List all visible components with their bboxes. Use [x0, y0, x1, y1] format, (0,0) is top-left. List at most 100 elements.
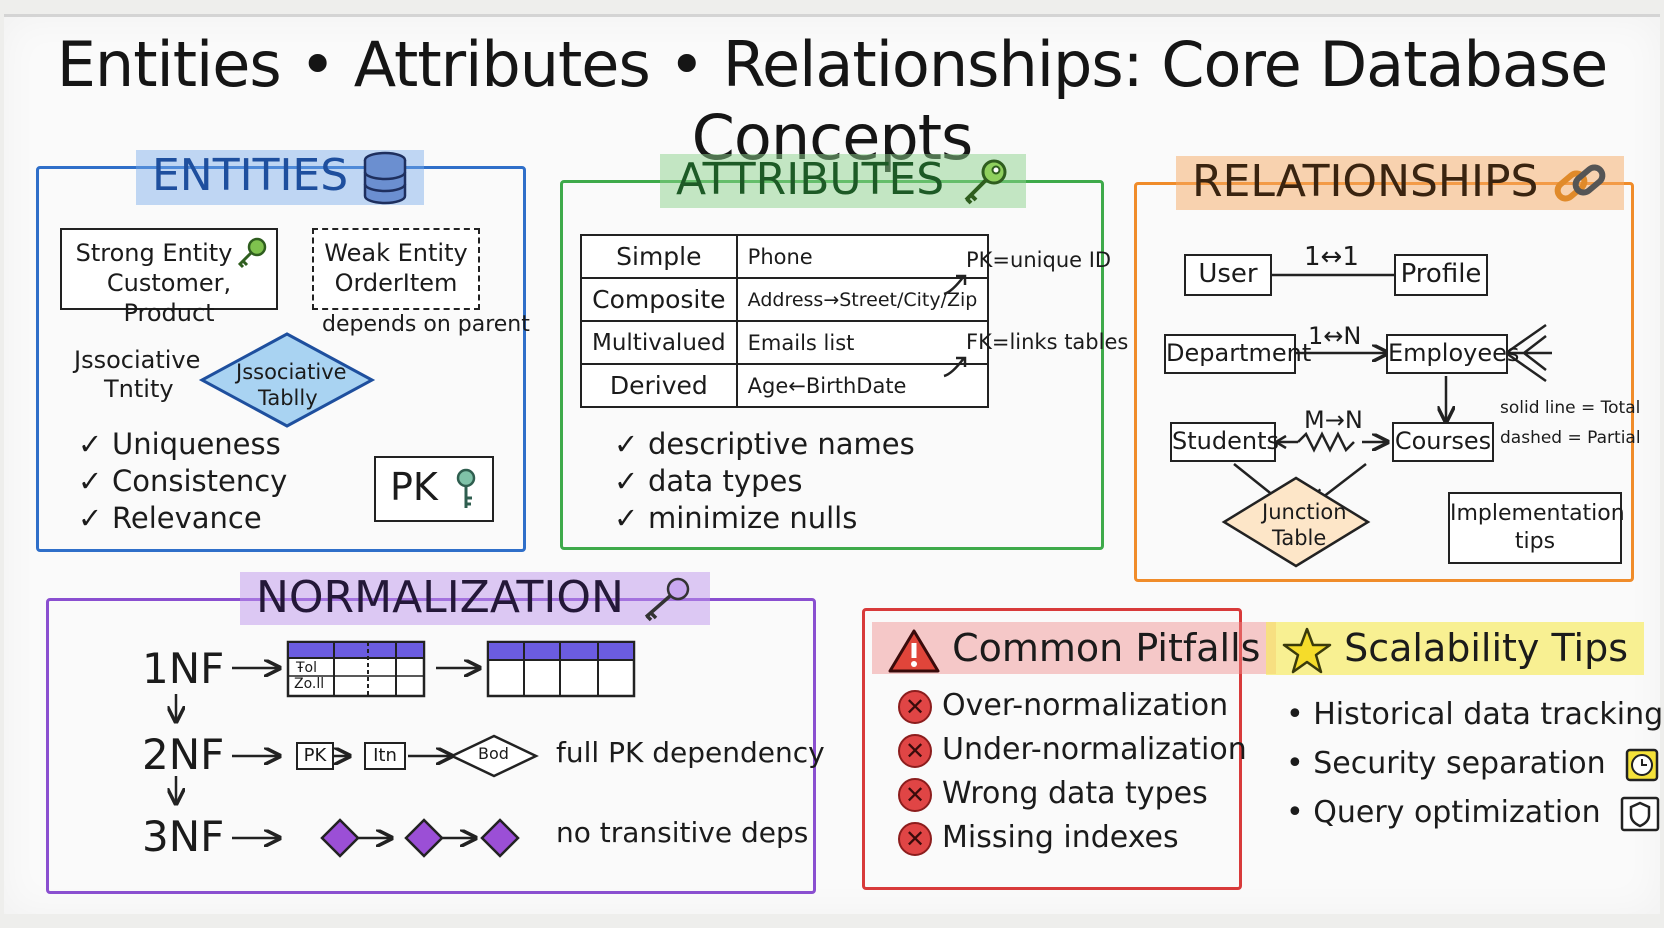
associative-diamond-label-1: Jssociative [236, 360, 347, 384]
implementation-tips-line-2: tips [1514, 529, 1556, 554]
warning-icon [888, 629, 940, 672]
check-item-label: Uniqueness [112, 427, 281, 461]
table-row: Simple Phone [580, 234, 990, 279]
entities-heading: ENTITIES [136, 150, 425, 205]
entities-panel [36, 166, 526, 552]
key-icon [644, 577, 690, 622]
checkmark-icon: ✓ [614, 501, 639, 535]
scalability-heading-text: Scalability Tips [1344, 626, 1629, 670]
fk-note: FK=links tables [966, 330, 1129, 354]
no-transitive-deps-note: no transitive deps [556, 816, 809, 849]
weak-entity-box: Weak Entity OrderItem [312, 228, 480, 310]
one-to-one-label: 1↔1 [1304, 242, 1359, 272]
relationships-heading: RELATIONSHIPS [1176, 156, 1625, 210]
check-item: ✓Uniqueness [78, 426, 287, 463]
fk-arrow [943, 356, 967, 378]
star-icon [1282, 627, 1332, 673]
full-pk-dependency-note: full PK dependency [556, 736, 825, 769]
entities-heading-text: ENTITIES [152, 150, 349, 201]
pk-note: PK=unique ID [966, 248, 1112, 272]
clock-icon [1625, 748, 1659, 781]
nf1-cell-b: Zo.ll [294, 676, 325, 692]
legend-dashed: dashed = Partial [1500, 428, 1641, 448]
page-title: Entities • Attributes • Relationships: C… [56, 28, 1609, 174]
cross-icon: ✕ [898, 733, 932, 768]
nf2-pk-box: PK [296, 742, 334, 770]
pk-arrow [943, 274, 967, 296]
nf3-label: 3NF [142, 812, 225, 861]
associative-diamond-label-2: Tablly [258, 386, 318, 410]
attribute-types-table: Simple Phone Composite Address→Street/Ci… [580, 234, 990, 408]
list-item: • Security separation [1286, 739, 1663, 788]
check-item-label: data types [648, 464, 803, 498]
implementation-tips-line-1: Implementation [1450, 501, 1625, 526]
nf2-mid-box: Itn [364, 742, 406, 770]
attribute-example-cell: Emails list [735, 320, 990, 365]
check-item: ✓ Consistency [78, 463, 287, 500]
check-item-label: descriptive names [648, 427, 915, 461]
check-item: ✓ data types [614, 463, 915, 500]
relationship-diagram-lines [1221, 273, 1552, 568]
weak-entity-example: OrderItem [334, 269, 458, 297]
list-item: ✕Under-normalization [898, 728, 1247, 772]
list-item: ✕ Wrong data types [898, 772, 1247, 816]
pitfalls-heading: Common Pitfalls [872, 622, 1277, 674]
key-icon [237, 237, 267, 269]
attribute-example-cell: Address→Street/City/Zip [735, 277, 990, 322]
checkmark-icon: ✓ [614, 464, 639, 498]
pk-label: PK [390, 465, 438, 509]
cross-icon: ✕ [898, 777, 932, 812]
table-row: Multivalued Emails list [580, 320, 990, 365]
weak-entity-note: depends on parent [322, 312, 530, 337]
checkmark-icon: ✓ [78, 501, 103, 535]
key-icon [456, 468, 476, 508]
profile-entity: Profile [1394, 254, 1488, 296]
nf1-cell-a: Ŧol [296, 660, 318, 676]
check-item: ✓ minimize nulls [614, 500, 915, 537]
students-entity: Students [1170, 422, 1279, 462]
check-item-label: Relevance [112, 501, 262, 535]
check-item-label: Consistency [112, 464, 288, 498]
table-row: Composite Address→Street/City/Zip [580, 277, 990, 322]
entities-checklist: ✓Uniqueness ✓ Consistency ✓ Relevance [78, 426, 287, 537]
department-entity: Department [1164, 334, 1311, 374]
many-to-many-label: M→N [1304, 406, 1363, 434]
attribute-type-cell: Composite [580, 277, 738, 322]
relationships-heading-text: RELATIONSHIPS [1192, 156, 1539, 207]
attribute-example-cell: Age←BirthDate [735, 363, 990, 408]
normalization-diagram [46, 640, 636, 858]
weak-entity-title: Weak Entity [324, 239, 468, 267]
list-item-label: Missing indexes [942, 820, 1179, 855]
legend-solid: solid line = Total [1500, 398, 1641, 418]
list-item-label: Wrong data types [942, 776, 1208, 811]
attribute-example-cell: Phone [735, 234, 990, 279]
checkmark-icon: ✓ [78, 464, 103, 498]
check-item: ✓descriptive names [614, 426, 915, 463]
junction-table-label-1: Junction [1262, 500, 1347, 524]
pitfalls-list: ✕Over-normalization ✕Under-normalization… [898, 684, 1247, 860]
associative-entity-label-1: Jssociative [74, 346, 201, 374]
attribute-type-cell: Simple [580, 234, 738, 279]
database-icon [363, 151, 407, 205]
attributes-checklist: ✓descriptive names ✓ data types ✓ minimize… [614, 426, 915, 537]
cross-icon: ✕ [898, 689, 932, 724]
attribute-type-cell: Derived [580, 363, 738, 408]
table-row: Derived Age←BirthDate [580, 363, 990, 408]
list-item-label: Security separation [1313, 746, 1606, 781]
associative-entity-label-2: Tntity [104, 375, 174, 403]
attribute-type-cell: Multivalued [580, 320, 738, 365]
list-item: ✕Over-normalization [898, 684, 1247, 728]
user-entity: User [1184, 254, 1272, 296]
check-item-label: minimize nulls [648, 501, 858, 535]
list-item-label: Query optimization [1313, 795, 1601, 830]
list-item-label: Historical data tracking [1313, 697, 1664, 732]
normalization-heading: NORMALIZATION [240, 572, 710, 625]
cross-icon: ✕ [898, 821, 932, 856]
one-to-many-label: 1↔N [1308, 322, 1362, 350]
scalability-list: • Historical data tracking • Security se… [1286, 690, 1663, 837]
strong-entity-examples: Customer, Product [106, 269, 232, 327]
list-item: ✕ Missing indexes [898, 816, 1247, 860]
pitfalls-panel [862, 608, 1242, 890]
nf2-diamond-label: Bod [478, 744, 509, 763]
strong-entity-box: Strong Entity Customer, Product [60, 228, 278, 327]
